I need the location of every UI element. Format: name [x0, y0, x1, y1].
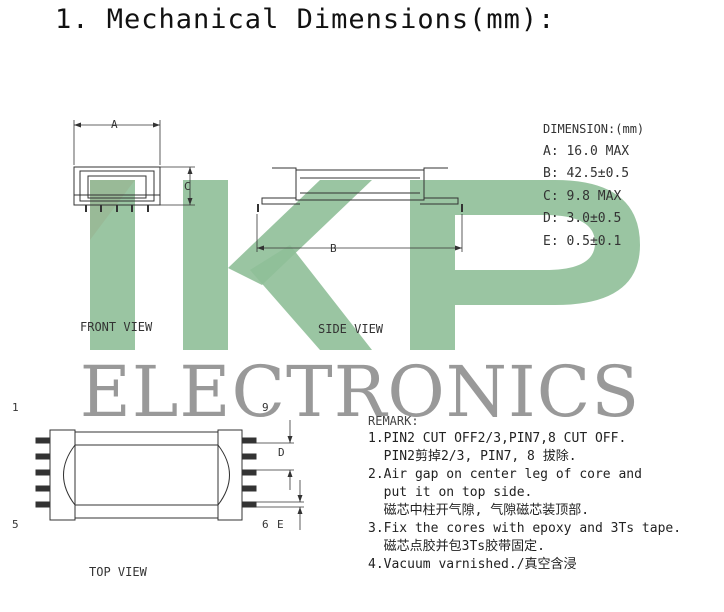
remark-line-7: 磁芯点胶并包3Ts胶带固定.	[368, 539, 545, 554]
dimension-table: DIMENSION:(mm) A: 16.0 MAX B: 42.5±0.5 C…	[543, 118, 644, 253]
dimension-row-b: B: 42.5±0.5	[543, 166, 630, 181]
pin-number-9: 9	[262, 401, 269, 414]
dim-letter-b: B	[330, 242, 337, 255]
remarks-block: REMARK: 1.PIN2 CUT OFF2/3,PIN7,8 CUT OFF…	[368, 412, 681, 574]
pin-number-5: 5	[12, 518, 19, 531]
watermark-letter-k-leg	[250, 245, 372, 350]
dimension-row-a: A: 16.0 MAX	[543, 143, 630, 159]
watermark-letter-k-stem	[183, 180, 228, 350]
pin-number-6: 6	[262, 518, 269, 531]
watermark-letter-p-stem	[410, 180, 455, 350]
dimension-table-header: DIMENSION:(mm)	[543, 122, 645, 136]
remark-line-1: 1.PIN2 CUT OFF2/3,PIN7,8 CUT OFF.	[368, 431, 627, 446]
dimension-row-d: D: 3.0±0.5	[543, 211, 622, 226]
dim-letter-e: E	[277, 518, 284, 531]
remark-line-2: PIN2剪掉2/3, PIN7, 8 拔除.	[368, 449, 577, 464]
remark-line-5: 磁芯中柱开气隙, 气隙磁芯装顶部.	[368, 503, 590, 518]
watermark-letter-i	[90, 180, 135, 350]
dim-letter-c: C	[184, 180, 191, 193]
page-title: 1. Mechanical Dimensions(mm):	[55, 4, 556, 35]
remark-line-3: 2.Air gap on center leg of core and	[368, 467, 642, 482]
top-view-label: TOP VIEW	[89, 565, 147, 579]
remarks-header: REMARK:	[368, 414, 419, 428]
remark-line-4: put it on top side.	[368, 485, 533, 500]
dimension-row-c: C: 9.8 MAX	[543, 188, 622, 204]
watermark-letter-p-bowl	[455, 180, 640, 305]
dim-letter-d: D	[278, 446, 285, 459]
watermark-letter-k-arm	[228, 180, 372, 285]
side-view-label: SIDE VIEW	[318, 322, 384, 336]
dim-letter-a: A	[111, 118, 118, 131]
pin-number-1: 1	[12, 401, 19, 414]
dimension-row-e: E: 0.5±0.1	[543, 233, 622, 249]
remark-line-8: 4.Vacuum varnished./真空含浸	[368, 557, 577, 572]
front-view-label: FRONT VIEW	[80, 320, 153, 334]
watermark-text: ELECTRONICS	[80, 351, 640, 433]
remark-line-6: 3.Fix the cores with epoxy and 3Ts tape.	[368, 521, 682, 536]
